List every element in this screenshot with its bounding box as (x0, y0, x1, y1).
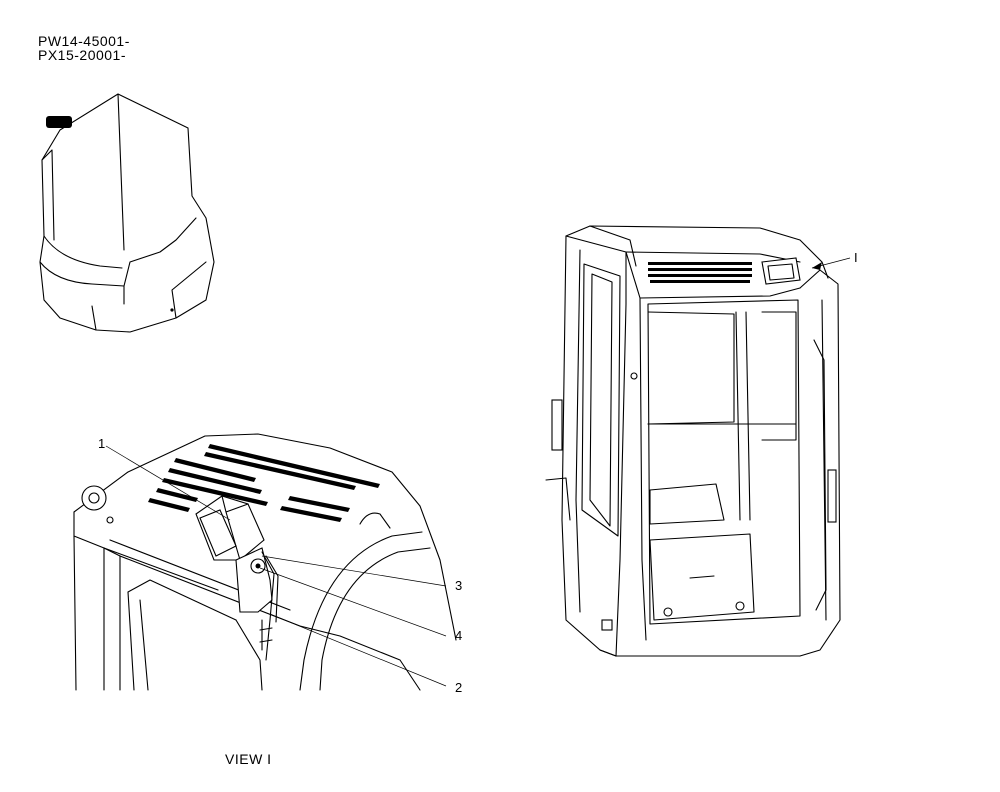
view-marker-callout: I (854, 250, 858, 265)
callout-3: 3 (455, 578, 463, 593)
callout-1: 1 (98, 436, 106, 451)
work-lamp-illustration (195, 495, 279, 661)
serial-number-line-1: PW14-45001- (38, 33, 130, 49)
detail-view-drawing (73, 433, 457, 691)
cab-roof-lamp-icon (761, 257, 801, 285)
locator-lamp-icon (46, 116, 72, 128)
roof-vents (148, 444, 380, 522)
cab-overall-drawing (545, 225, 851, 657)
callout-4: 4 (455, 628, 463, 643)
locator-cab-thumbnail (39, 93, 215, 333)
view-caption: VIEW I (225, 751, 272, 767)
callout-2: 2 (455, 680, 463, 695)
cab-roof-vents (648, 262, 752, 283)
serial-number-line-2: PX15-20001- (38, 47, 127, 63)
